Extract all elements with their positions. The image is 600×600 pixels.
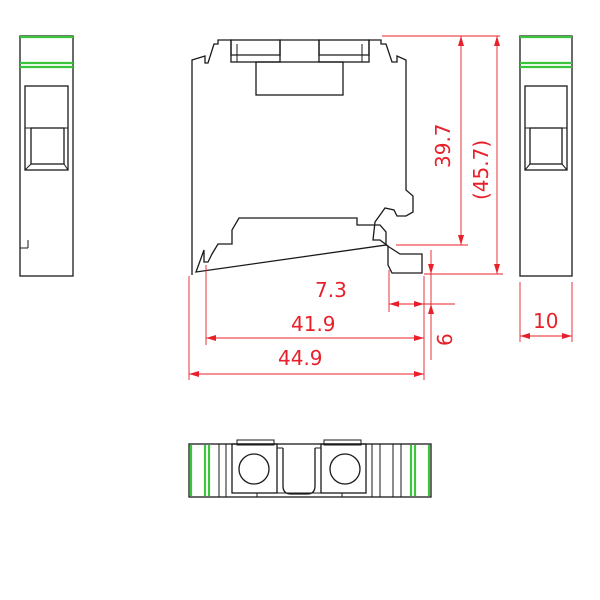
front-view [191, 39, 423, 275]
dim-arrow [458, 235, 464, 245]
dim-label-45-7: (45.7) [469, 140, 493, 200]
top-view-center-channel [282, 448, 316, 495]
dim-arrow [206, 335, 216, 341]
right-side-outline [519, 35, 573, 277]
dim-arrow [428, 304, 434, 314]
top-view-left-clamp-tab [236, 439, 275, 446]
dim-arrow [414, 335, 424, 341]
front-view-left-clamp [230, 39, 281, 63]
dim-arrow [414, 301, 424, 307]
top-view-right-clamp [320, 443, 367, 494]
dim-label-44-9: 44.9 [278, 346, 323, 370]
dim-arrow [458, 36, 464, 46]
top-view [188, 439, 432, 498]
dim-arrow [494, 264, 500, 274]
left-side-screw-slot [30, 127, 65, 165]
front-view-center-block [255, 61, 344, 96]
dim-label-6: 6 [433, 333, 457, 346]
right-side-bevel-left [524, 163, 531, 171]
right-side-screw-slot [529, 127, 563, 165]
dim-label-10: 10 [533, 309, 558, 333]
dim-label-7-3: 7.3 [315, 278, 347, 302]
dim-arrow [562, 333, 572, 339]
front-dimensions: 39.7 (45.7) 6 7.3 41.9 44.9 [188, 35, 503, 380]
front-view-right-clamp [318, 39, 370, 63]
dim-arrow [494, 36, 500, 46]
right-side-view: 10 [519, 35, 573, 342]
dim-arrow [414, 371, 424, 377]
top-view-right-screw [329, 453, 361, 485]
left-side-bevel-right [63, 163, 69, 171]
dim-label-39-7: 39.7 [431, 123, 455, 168]
right-side-bevel-right [561, 163, 568, 171]
dim-arrow [389, 301, 399, 307]
top-view-outline [188, 443, 432, 498]
dim-label-41-9: 41.9 [291, 312, 336, 336]
left-side-bevel-left [24, 163, 32, 171]
top-view-left-screw [238, 453, 270, 485]
top-view-foot [256, 492, 343, 498]
dim-arrow [520, 333, 530, 339]
dim-arrow [189, 371, 199, 377]
left-side-view [19, 35, 74, 277]
top-view-right-clamp-tab [323, 439, 362, 446]
dim-arrow [428, 264, 434, 274]
front-view-outline [191, 39, 423, 275]
top-view-left-clamp [231, 443, 278, 494]
